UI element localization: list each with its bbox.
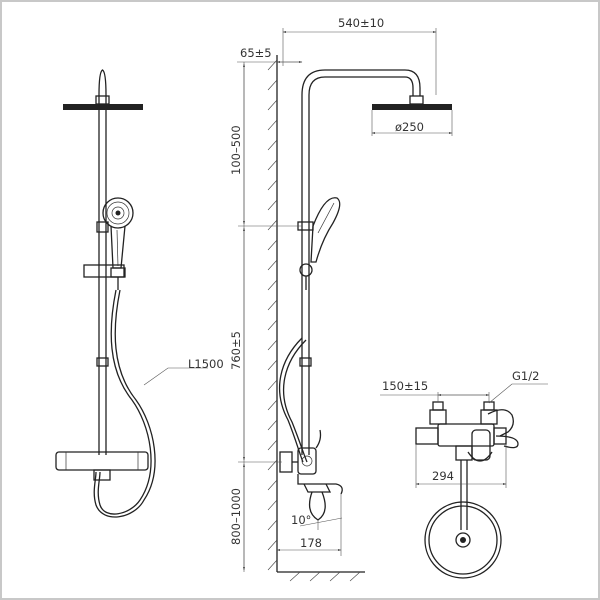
front-rain-head: [63, 95, 143, 110]
label-wall-offset: 65±5: [240, 46, 272, 60]
detail-riser: [460, 460, 468, 530]
side-hand-shower: [310, 197, 341, 263]
side-mixer-spout: [279, 429, 343, 521]
label-rail-height: 760±5: [229, 331, 243, 370]
detail-inlets: [429, 401, 498, 425]
side-riser-arm: [297, 69, 421, 455]
label-spout-angle: 10°: [291, 513, 311, 527]
side-rain-head: [372, 95, 452, 110]
label-mixer-width: 294: [432, 469, 454, 483]
label-overall-width: 540±10: [338, 16, 384, 30]
front-mixer: [55, 451, 149, 481]
detail-disc: [424, 501, 502, 579]
label-mixer-height: 800–1000: [229, 488, 243, 545]
label-thread: G1/2: [512, 369, 539, 383]
label-head-height: 100–500: [229, 125, 243, 175]
front-hand-shower: [96, 197, 134, 269]
dimension-lines: [143, 28, 548, 572]
mixer-detail-view: [415, 401, 519, 579]
detail-mixer-body: [415, 423, 507, 462]
label-spout-projection: 178: [300, 536, 322, 550]
side-view: [267, 55, 452, 582]
label-head-diameter: ø250: [395, 120, 424, 134]
detail-handle: [487, 409, 519, 449]
side-slide-holder: [299, 263, 313, 290]
dimension-labels: 540±10 65±5 ø250 L1500 178 10° 150±15 G1…: [188, 16, 539, 550]
side-hose: [279, 337, 308, 463]
label-inlet-spacing: 150±15: [382, 379, 428, 393]
side-wall: [267, 55, 365, 582]
front-slide-holder: [83, 264, 126, 290]
front-riser-pipe: [96, 69, 109, 455]
label-hose-length: L1500: [188, 357, 224, 371]
front-view: [55, 69, 156, 518]
front-hose: [93, 289, 156, 518]
